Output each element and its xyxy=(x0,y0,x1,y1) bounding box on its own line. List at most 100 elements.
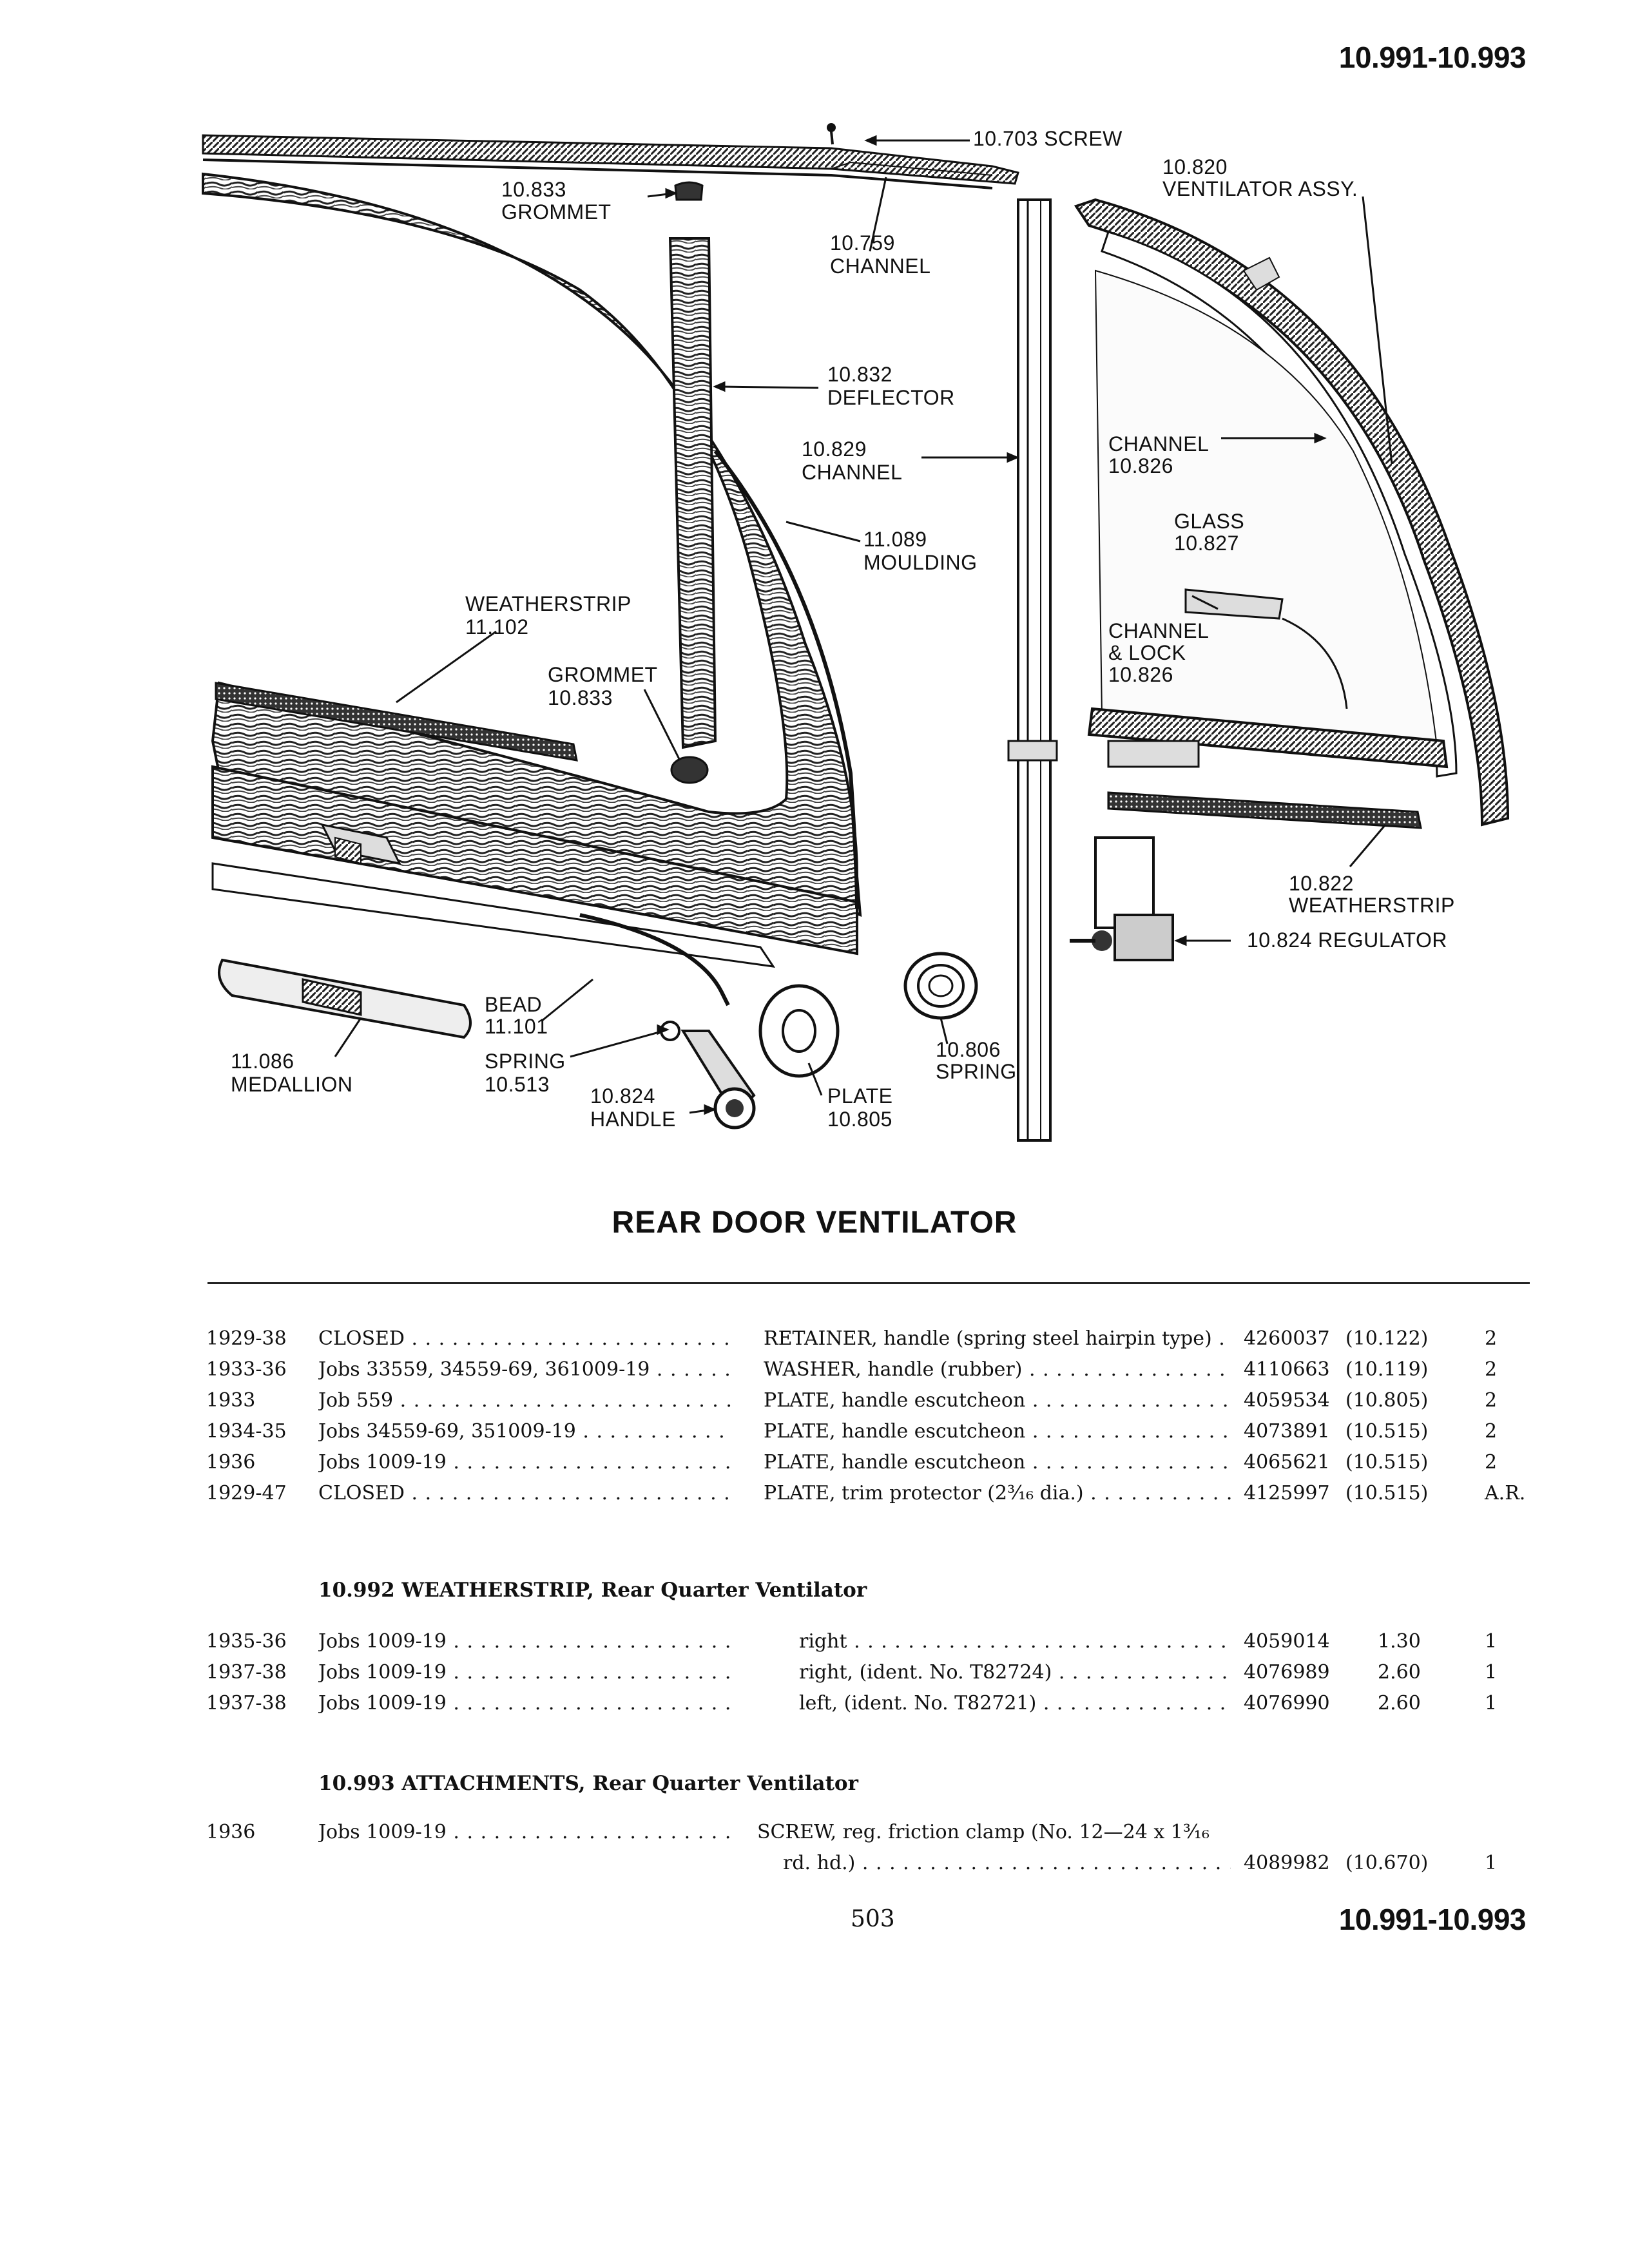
desc-cell-continued: rd. hd.) xyxy=(783,1852,1231,1874)
label-grommet-top-num: 10.833 xyxy=(501,178,566,201)
qty-cell: 2 xyxy=(1485,1358,1498,1381)
part-cell: 4076990 xyxy=(1244,1692,1330,1715)
ref-cell: 2.60 xyxy=(1378,1692,1421,1715)
desc-cell: right, (ident. No. T82724) xyxy=(799,1661,1231,1684)
label-weatherstrip-right-num: 10.822 xyxy=(1289,872,1354,895)
label-glass: GLASS xyxy=(1174,510,1244,533)
label-moulding: MOULDING xyxy=(863,551,977,574)
label-medallion-num: 11.086 xyxy=(231,1050,294,1073)
jobs-cell: Jobs 1009-19 xyxy=(318,1692,731,1715)
year-cell: 1936 xyxy=(206,1451,256,1474)
label-bead: BEAD xyxy=(485,993,542,1016)
part-cell: 4260037 xyxy=(1244,1327,1330,1350)
year-cell: 1929-38 xyxy=(206,1327,287,1350)
label-medallion: MEDALLION xyxy=(231,1073,352,1096)
desc-cell: PLATE, handle escutcheon xyxy=(764,1420,1231,1443)
label-weatherstrip-left-num: 11.102 xyxy=(465,615,529,639)
part-cell: 4089982 xyxy=(1244,1852,1330,1874)
part-cell: 4076989 xyxy=(1244,1661,1330,1684)
ref-cell: (10.805) xyxy=(1345,1389,1429,1412)
part-cell: 4125997 xyxy=(1244,1482,1330,1504)
label-bead-num: 11.101 xyxy=(485,1015,548,1038)
qty-cell: 1 xyxy=(1485,1630,1498,1653)
desc-cell: PLATE, handle escutcheon xyxy=(764,1389,1231,1412)
desc-cell: PLATE, trim protector (2³⁄₁₆ dia.) xyxy=(764,1482,1231,1504)
section-heading-992: 10.992 WEATHERSTRIP, Rear Quarter Ventil… xyxy=(318,1579,867,1602)
ref-cell: (10.515) xyxy=(1345,1451,1429,1474)
year-cell: 1929-47 xyxy=(206,1482,287,1504)
label-regulator: 10.824 REGULATOR xyxy=(1247,928,1447,952)
qty-cell: A.R. xyxy=(1485,1482,1526,1504)
leader-lines xyxy=(334,135,1393,1115)
year-cell: 1937-38 xyxy=(206,1692,287,1715)
top-channel-drawing xyxy=(202,134,1019,189)
year-cell: 1934-35 xyxy=(206,1420,287,1443)
ref-cell: (10.119) xyxy=(1345,1358,1429,1381)
label-channel-lock-num: 10.826 xyxy=(1108,663,1173,686)
label-handle-num: 10.824 xyxy=(590,1084,655,1108)
label-channel-lock-1: CHANNEL xyxy=(1108,619,1209,642)
label-grommet-mid: GROMMET xyxy=(548,663,658,686)
label-grommet-top: GROMMET xyxy=(501,200,612,224)
jobs-cell: Jobs 33559, 34559-69, 361009-19 xyxy=(318,1358,731,1381)
label-weatherstrip-left: WEATHERSTRIP xyxy=(465,592,631,615)
qty-cell: 2 xyxy=(1485,1420,1498,1443)
label-channel-826: CHANNEL xyxy=(1108,432,1209,456)
label-channel-759-num: 10.759 xyxy=(830,231,895,255)
regulator-drawing xyxy=(1070,836,1174,961)
page-code-bottom: 10.991-10.993 xyxy=(1338,1903,1527,1936)
desc-cell: left, (ident. No. T82721) xyxy=(799,1692,1231,1715)
label-deflector-num: 10.832 xyxy=(827,363,892,386)
channel-829-drawing xyxy=(1007,198,1058,1142)
jobs-cell: CLOSED xyxy=(318,1482,731,1504)
section-title: REAR DOOR VENTILATOR xyxy=(612,1206,1017,1240)
year-cell: 1935-36 xyxy=(206,1630,287,1653)
medallion-drawing xyxy=(218,958,472,1039)
desc-cell: RETAINER, handle (spring steel hairpin t… xyxy=(764,1327,1231,1350)
label-moulding-num: 11.089 xyxy=(863,528,927,551)
label-plate-num: 10.805 xyxy=(827,1108,892,1131)
part-cell: 4110663 xyxy=(1244,1358,1330,1381)
jobs-cell: Jobs 1009-19 xyxy=(318,1661,731,1684)
door-body-drawing xyxy=(202,172,862,968)
jobs-cell: Jobs 1009-19 xyxy=(318,1630,731,1653)
qty-cell: 2 xyxy=(1485,1451,1498,1474)
jobs-cell: Jobs 34559-69, 351009-19 xyxy=(318,1420,731,1443)
part-cell: 4059014 xyxy=(1244,1630,1330,1653)
moulding-drawing xyxy=(713,450,859,909)
year-cell: 1933 xyxy=(206,1389,256,1412)
label-channel-826-num: 10.826 xyxy=(1108,454,1173,477)
qty-cell: 1 xyxy=(1485,1852,1498,1874)
jobs-cell: CLOSED xyxy=(318,1327,731,1350)
weatherstrip-left-drawing xyxy=(215,682,578,762)
page-code-top: 10.991-10.993 xyxy=(1338,41,1527,74)
divider-rule xyxy=(207,1282,1530,1284)
ventilator-assembly-drawing xyxy=(1074,198,1510,829)
year-cell: 1933-36 xyxy=(206,1358,287,1381)
desc-cell: WASHER, handle (rubber) xyxy=(764,1358,1231,1381)
label-channel-759: CHANNEL xyxy=(830,255,930,278)
qty-cell: 2 xyxy=(1485,1389,1498,1412)
label-spring-806: SPRING xyxy=(936,1060,1017,1083)
label-deflector: DEFLECTOR xyxy=(827,386,955,409)
label-channel-829-num: 10.829 xyxy=(802,437,867,461)
part-cell: 4073891 xyxy=(1244,1420,1330,1443)
bead-drawing xyxy=(579,913,730,1006)
label-glass-num: 10.827 xyxy=(1174,532,1239,555)
label-grommet-mid-num: 10.833 xyxy=(548,686,613,709)
label-spring-513-num: 10.513 xyxy=(485,1073,550,1096)
ref-cell: (10.515) xyxy=(1345,1420,1429,1443)
label-plate: PLATE xyxy=(827,1084,893,1108)
page-number: 503 xyxy=(851,1906,895,1932)
deflector-drawing xyxy=(668,181,717,784)
label-channel-lock-2: & LOCK xyxy=(1108,641,1186,664)
ref-cell: (10.122) xyxy=(1345,1327,1429,1350)
label-ventilator: VENTILATOR ASSY. xyxy=(1162,177,1358,200)
plate-drawing xyxy=(758,984,840,1078)
year-cell: 1937-38 xyxy=(206,1661,287,1684)
section-heading-993: 10.993 ATTACHMENTS, Rear Quarter Ventila… xyxy=(318,1772,858,1795)
part-cell: 4065621 xyxy=(1244,1451,1330,1474)
qty-cell: 1 xyxy=(1485,1692,1498,1715)
screw-icon xyxy=(827,123,836,145)
desc-cell: SCREW, reg. friction clamp (No. 12—24 x … xyxy=(757,1821,1210,1843)
